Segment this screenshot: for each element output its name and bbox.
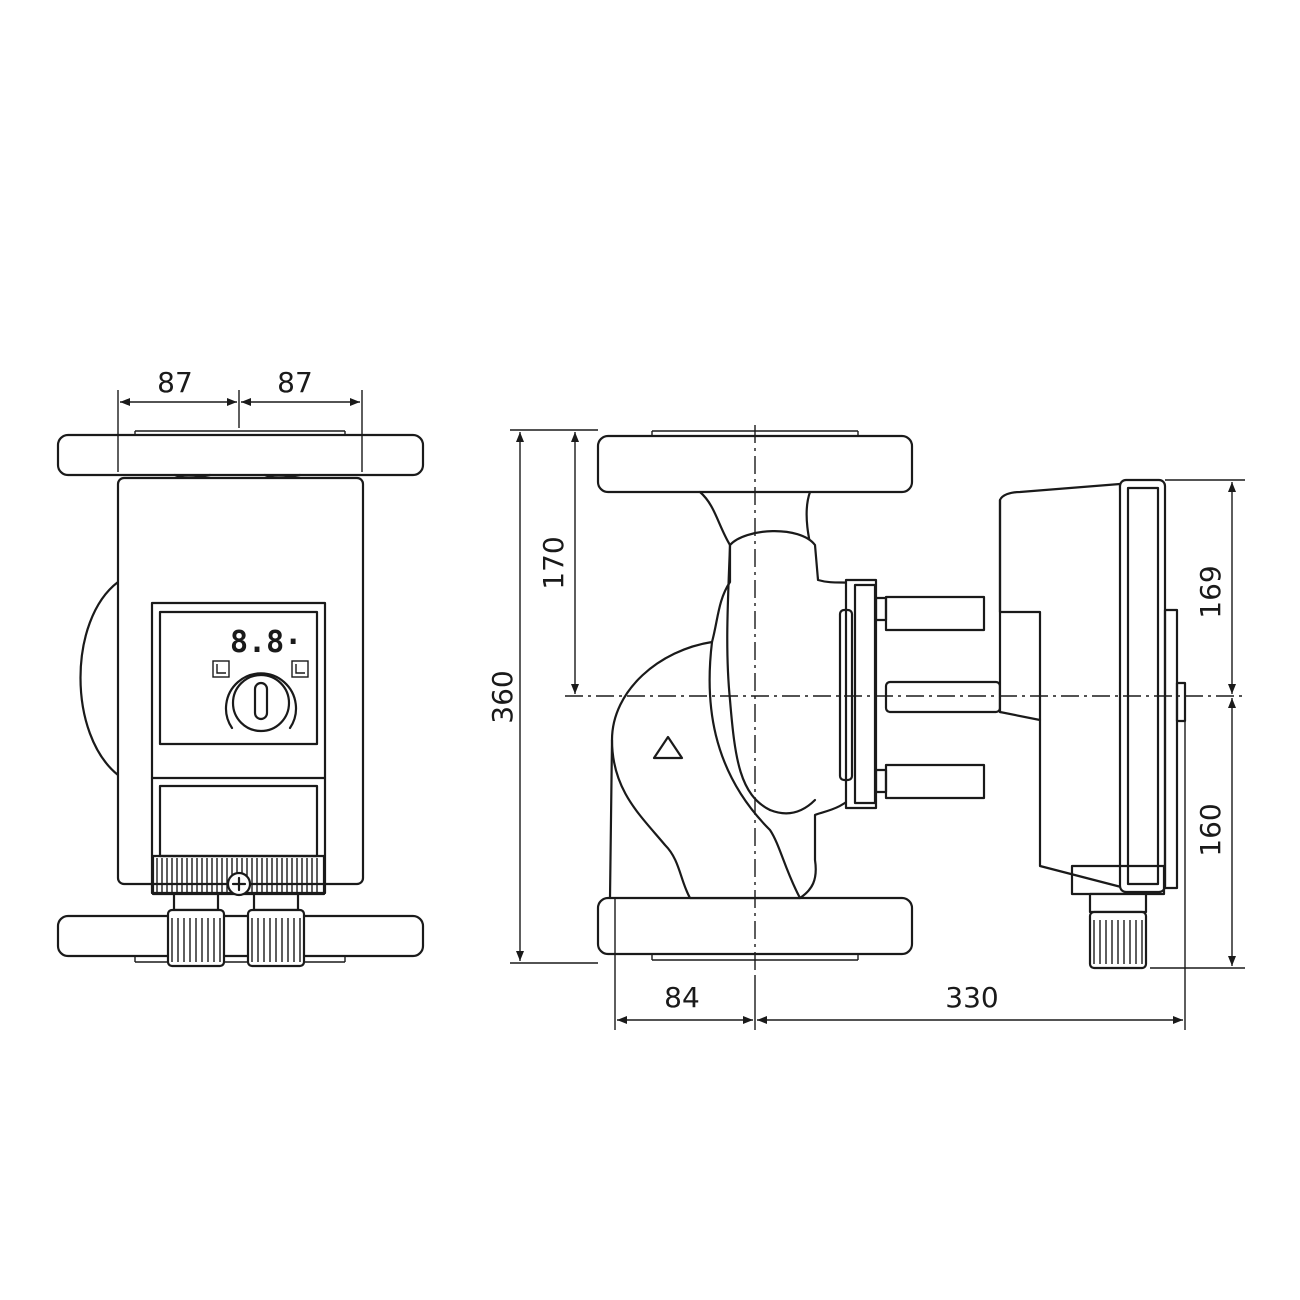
dim-330: 330	[945, 981, 998, 1014]
control-knob	[224, 672, 298, 733]
dim-84-330-group: 84 330	[614, 722, 1186, 1030]
motor-flange	[838, 578, 888, 810]
dim-170-group: 170	[537, 432, 579, 694]
dim-84: 84	[664, 981, 700, 1014]
front-width-dimension: 87 87	[117, 366, 363, 472]
dim-169: 169	[1194, 565, 1227, 618]
pump-casing	[608, 490, 860, 900]
dim-360: 360	[486, 670, 519, 723]
dim-169-160-group: 169 160	[1150, 479, 1245, 969]
lcd-readout: 8.8·	[230, 625, 302, 660]
front-bottom-flange	[56, 914, 425, 958]
electronics-module	[998, 478, 1187, 894]
dim-87-right: 87	[277, 366, 313, 399]
front-view: 8.8·	[56, 366, 425, 968]
dim-160: 160	[1194, 803, 1227, 856]
front-top-flange	[56, 433, 425, 477]
module-terminal	[1070, 864, 1166, 970]
cable-gland-right	[246, 892, 306, 968]
mode-icon-left	[212, 660, 230, 678]
flow-direction-arrow-icon	[652, 735, 684, 760]
dim-87-left: 87	[157, 366, 193, 399]
side-view: 360 170 169 160 84 330	[486, 425, 1245, 1030]
front-motor-bulge	[79, 580, 120, 777]
dim-170: 170	[537, 536, 570, 589]
screw-icon	[226, 871, 252, 897]
cable-gland-left	[166, 892, 226, 968]
mode-icon-right	[291, 660, 309, 678]
dim-360-group: 360	[486, 429, 598, 964]
